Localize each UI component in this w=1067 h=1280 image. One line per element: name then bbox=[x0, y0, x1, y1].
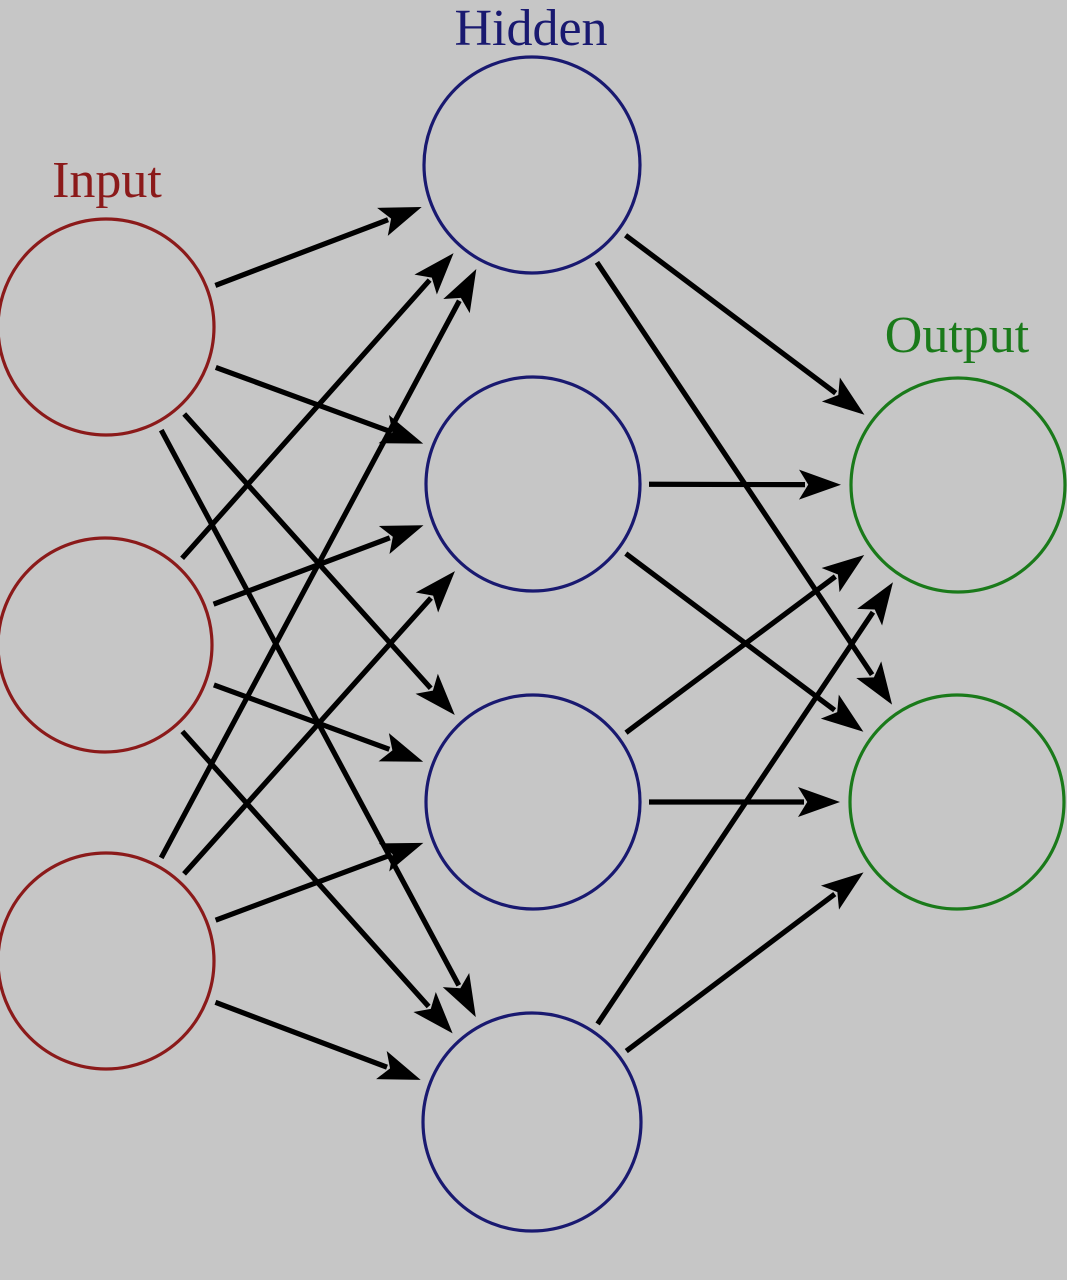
arrow-head-icon bbox=[378, 733, 424, 762]
edge-line bbox=[595, 610, 876, 1026]
arrow-head-icon bbox=[821, 377, 865, 415]
arrow-head-icon bbox=[378, 415, 424, 444]
edge-line bbox=[158, 428, 462, 987]
arrow-head-icon bbox=[415, 673, 455, 715]
arrow-head-icon bbox=[820, 694, 864, 732]
edge-line bbox=[594, 260, 875, 677]
arrow-head-icon bbox=[376, 1051, 421, 1080]
arrow-head-icon bbox=[415, 571, 455, 613]
edges-group bbox=[158, 206, 893, 1080]
edge-line bbox=[214, 852, 391, 923]
edge-line bbox=[180, 278, 432, 561]
arrow-head-icon bbox=[413, 992, 453, 1034]
edge-i1-to-h2 bbox=[214, 364, 424, 444]
node-hidden-3[interactable] bbox=[424, 693, 642, 911]
arrow-head-icon bbox=[798, 787, 840, 817]
edge-i2-to-h2 bbox=[212, 525, 424, 607]
arrow-head-icon bbox=[798, 469, 842, 500]
node-hidden-2[interactable] bbox=[424, 375, 642, 593]
arrow-head-icon bbox=[442, 973, 476, 1018]
node-output-1[interactable] bbox=[849, 376, 1067, 594]
edge-i2-to-h3 bbox=[213, 682, 424, 762]
edge-line bbox=[182, 412, 433, 690]
edge-h4-to-o2 bbox=[624, 872, 864, 1054]
labels-group: Input Hidden Output bbox=[52, 0, 1030, 364]
nodes-group bbox=[0, 55, 1067, 1233]
arrow-head-icon bbox=[378, 842, 424, 872]
edge-h2-to-o2 bbox=[624, 551, 864, 732]
layer-label-output: Output bbox=[885, 307, 1030, 364]
edge-line bbox=[182, 596, 433, 876]
arrow-head-icon bbox=[377, 206, 422, 236]
edge-line bbox=[180, 729, 431, 1009]
edge-line bbox=[213, 682, 391, 752]
edge-i3-to-h2 bbox=[182, 571, 455, 876]
node-hidden-1[interactable] bbox=[422, 55, 642, 275]
layer-label-input: Input bbox=[52, 152, 162, 209]
node-output-2[interactable] bbox=[848, 693, 1066, 911]
arrow-head-icon bbox=[857, 582, 893, 626]
edge-h2-to-o1 bbox=[648, 469, 842, 500]
layer-label-hidden: Hidden bbox=[454, 0, 607, 57]
edge-h4-to-o1 bbox=[595, 582, 893, 1026]
edge-line bbox=[623, 233, 838, 396]
node-input-3[interactable] bbox=[0, 851, 216, 1071]
arrow-head-icon bbox=[414, 253, 454, 295]
edge-i2-to-h1 bbox=[180, 253, 454, 561]
edge-line bbox=[624, 891, 837, 1054]
arrow-head-icon bbox=[820, 872, 864, 910]
edge-h3-to-o1 bbox=[624, 554, 865, 735]
edge-line bbox=[214, 364, 391, 434]
edge-line bbox=[212, 535, 391, 607]
edge-i3-to-h1 bbox=[158, 269, 477, 860]
edge-line bbox=[158, 299, 462, 860]
arrow-head-icon bbox=[821, 554, 865, 593]
edge-i3-to-h4 bbox=[214, 999, 421, 1080]
edge-line bbox=[624, 574, 837, 735]
edge-line bbox=[214, 999, 388, 1070]
arrow-head-icon bbox=[378, 525, 424, 555]
arrow-head-icon bbox=[443, 269, 477, 314]
edge-i3-to-h3 bbox=[214, 842, 424, 923]
edge-i2-to-h4 bbox=[180, 729, 453, 1034]
node-input-2[interactable] bbox=[0, 536, 214, 754]
node-hidden-4[interactable] bbox=[421, 1011, 643, 1233]
edge-i1-to-h1 bbox=[214, 206, 422, 288]
edge-h3-to-o2 bbox=[649, 787, 840, 817]
node-input-1[interactable] bbox=[0, 217, 216, 437]
edge-h1-to-o1 bbox=[623, 233, 865, 415]
edge-h1-to-o2 bbox=[594, 260, 893, 705]
edge-line bbox=[214, 217, 389, 288]
edge-line bbox=[624, 551, 837, 713]
arrow-head-icon bbox=[856, 661, 893, 705]
